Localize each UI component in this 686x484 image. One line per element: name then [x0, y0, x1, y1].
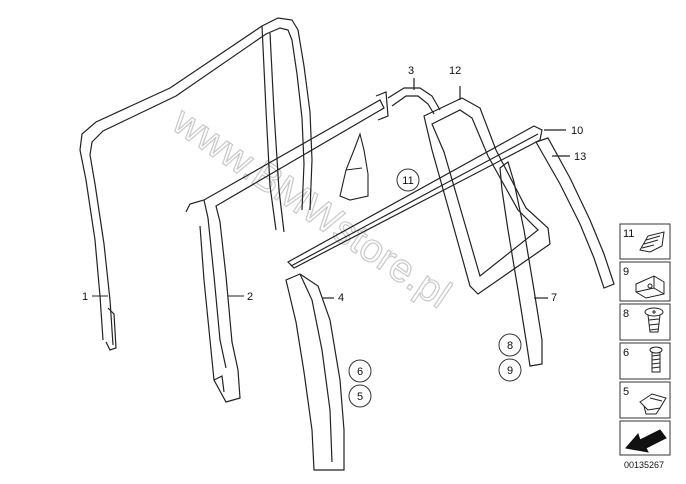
arrow-icon — [625, 429, 667, 453]
direction-arrow-panel — [619, 420, 671, 456]
label-4: 4 — [338, 292, 344, 304]
svg-text:8: 8 — [507, 340, 513, 352]
legend-item-6: 6 — [619, 342, 671, 380]
legend-panel: 11 9 8 — [619, 223, 671, 470]
diagram-code: 00135267 — [624, 460, 664, 470]
label-13: 13 — [574, 151, 586, 163]
circled-label-5: 5 — [348, 384, 372, 408]
part-7-pillar-trim — [499, 161, 548, 367]
svg-text:5: 5 — [357, 391, 363, 403]
screw-icon — [644, 307, 664, 333]
legend-item-11: 11 — [619, 223, 671, 260]
label-1: 1 — [82, 291, 88, 303]
svg-text:6: 6 — [623, 347, 629, 359]
part-2-guide-rail — [185, 91, 389, 403]
circled-label-8: 8 — [498, 333, 522, 357]
legend-item-8: 8 — [619, 303, 671, 341]
clip-icon — [639, 231, 665, 253]
part-13-rear-seal — [535, 137, 615, 289]
circled-label-6: 6 — [348, 359, 372, 383]
label-10: 10 — [571, 125, 583, 137]
circled-label-11: 11 — [396, 168, 420, 192]
label-12: 12 — [449, 65, 461, 77]
svg-text:8: 8 — [623, 308, 629, 320]
svg-text:9: 9 — [623, 266, 629, 278]
part-3-curved-seal — [387, 78, 441, 115]
legend-item-9: 9 — [619, 261, 671, 302]
svg-text:11: 11 — [623, 228, 634, 240]
part-4-front-pillar-trim — [285, 273, 345, 471]
bolt-icon — [649, 346, 663, 373]
part-12-quarter-window — [423, 86, 551, 295]
svg-text:9: 9 — [507, 365, 513, 377]
part-10-top-seal — [287, 125, 566, 269]
label-2: 2 — [247, 291, 253, 303]
corner-trim-piece — [339, 132, 369, 201]
svg-text:11: 11 — [402, 175, 413, 187]
spring-clip-icon — [639, 393, 667, 415]
svg-text:5: 5 — [623, 386, 629, 398]
label-3: 3 — [408, 65, 414, 77]
circled-label-9: 9 — [498, 358, 522, 382]
clip-nut-icon — [635, 275, 665, 299]
legend-item-5: 5 — [619, 381, 671, 419]
label-7: 7 — [551, 292, 557, 304]
svg-text:6: 6 — [357, 366, 363, 378]
part-1-frame-seal — [79, 17, 313, 351]
